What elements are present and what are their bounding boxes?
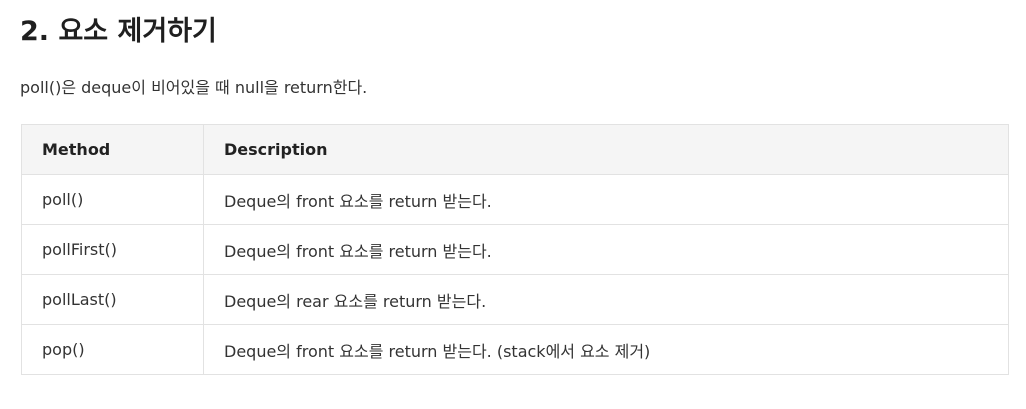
description-cell: Deque의 front 요소를 return 받는다. [203, 174, 1009, 225]
method-table: Method Description poll() Deque의 front 요… [21, 124, 1009, 375]
method-cell: poll() [21, 174, 204, 225]
section-title: 2. 요소 제거하기 [20, 16, 217, 47]
description-cell: Deque의 front 요소를 return 받는다. (stack에서 요소… [203, 324, 1009, 375]
table-row: pollLast() Deque의 rear 요소를 return 받는다. [21, 274, 1009, 325]
column-header-method: Method [21, 124, 204, 175]
table-row: pollFirst() Deque의 front 요소를 return 받는다. [21, 224, 1009, 275]
method-cell: pollLast() [21, 274, 204, 325]
table-row: poll() Deque의 front 요소를 return 받는다. [21, 174, 1009, 225]
table-header: Method Description [21, 124, 1009, 175]
intro-text: poll()은 deque이 비어있을 때 null을 return한다. [20, 78, 368, 97]
column-header-description: Description [203, 124, 1009, 175]
table-header-row: Method Description [21, 124, 1009, 175]
description-cell: Deque의 front 요소를 return 받는다. [203, 224, 1009, 275]
method-cell: pop() [21, 324, 204, 375]
description-cell: Deque의 rear 요소를 return 받는다. [203, 274, 1009, 325]
table-body: poll() Deque의 front 요소를 return 받는다. poll… [21, 174, 1009, 375]
method-table-container: Method Description poll() Deque의 front 요… [21, 124, 1009, 375]
method-cell: pollFirst() [21, 224, 204, 275]
table-row: pop() Deque의 front 요소를 return 받는다. (stac… [21, 324, 1009, 375]
